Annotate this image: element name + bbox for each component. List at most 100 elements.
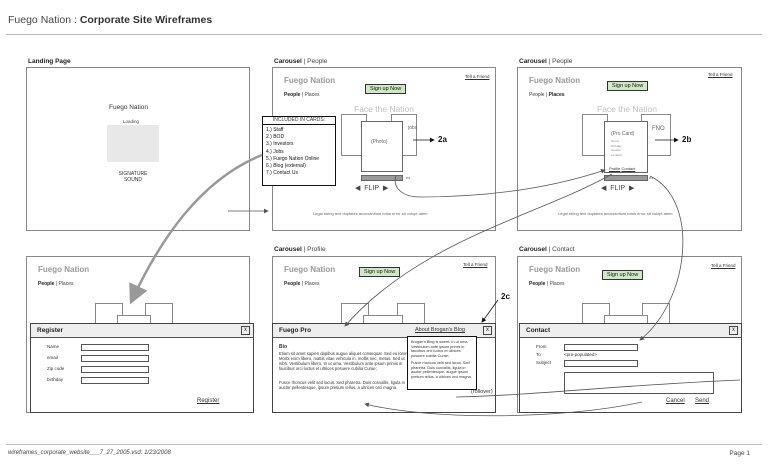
carousel-people-b-frame: Fuego Nation People | Places Sign up Now… [517, 67, 742, 231]
cancel-link[interactable]: Cancel [666, 398, 685, 404]
people-places-nav[interactable]: People | Places [529, 281, 565, 287]
blog-popup-text-2: Fusce rhoncus velit sed lacus. Sed phare… [411, 361, 472, 379]
birthday-label: birthday [47, 377, 64, 382]
to-field: <pre-populated> [564, 352, 598, 357]
tell-a-friend-link[interactable]: Tell a Friend [465, 74, 490, 79]
panel-title-carousel-contact: Carousel | Contact [519, 246, 575, 253]
fuego-pro-title: Fuego Pro [279, 327, 312, 334]
header-app: Fuego Nation [8, 14, 72, 26]
included-title: INCLUDED IN CARDS: [263, 117, 335, 125]
jobs-card-label: jobs [408, 125, 418, 131]
card-tab-center [363, 315, 403, 324]
photo-card[interactable] [361, 121, 403, 172]
carousel-people-a-frame: Fuego Nation People | Places Sign up Now… [272, 67, 496, 231]
header-title: Corporate Site Wireframes [79, 14, 213, 26]
landing-frame: Fuego Nation Loading SIGNATURE SOUND [26, 67, 250, 231]
people-places-nav[interactable]: People | Places [284, 281, 320, 287]
people-places-nav[interactable]: People | Places [284, 92, 320, 98]
footer-page-number: Page 1 [729, 450, 750, 457]
blog-popup-text: Brogan's Blog is sweet. In ut urna. Vest… [411, 340, 469, 358]
register-submit-link[interactable]: Register [197, 398, 220, 404]
from-label: From [536, 344, 547, 349]
carousel-brand: Fuego Nation [529, 76, 581, 85]
flip-control[interactable]: ◀ FLIP ▶ [355, 185, 389, 192]
photo-label: (Photo) [371, 139, 388, 145]
register-modal: Register x Name email Zip code birthday … [30, 323, 254, 413]
sign-up-button[interactable]: Sign up Now [359, 267, 401, 277]
card-tab-right [145, 303, 173, 324]
card-tab-right [397, 303, 425, 324]
arrow-to-contact [639, 175, 684, 341]
contact-header: Contact x [520, 324, 741, 338]
about-blog-link[interactable]: About Brogan's Blog [415, 327, 465, 333]
birthday-field[interactable] [81, 377, 149, 384]
bio-heading: Bio [279, 344, 288, 350]
people-places-nav[interactable]: People | Places [38, 281, 74, 287]
card-tab-center [604, 315, 648, 324]
bio-text-2: Fusce rhoncus velit sed lacus. Sed phare… [279, 380, 405, 390]
card-tab-right [642, 303, 670, 324]
included-item: 2.) BOD [266, 134, 285, 141]
arrow-to-register [129, 153, 263, 305]
carousel-brand: Fuego Nation [284, 76, 336, 85]
sign-up-button[interactable]: Sign up Now [365, 84, 407, 94]
subject-label: Subject [536, 360, 552, 365]
blog-popup: Brogan's Blog is sweet. In ut urna. Vest… [407, 336, 477, 390]
close-icon[interactable]: x [729, 326, 738, 335]
tell-a-friend-link[interactable]: Tell a Friend [463, 262, 488, 267]
arrow-contact-back [364, 401, 643, 417]
legal-text: Legal string text duptates accusantium t… [558, 211, 673, 216]
from-field[interactable] [564, 344, 638, 351]
included-item: 7.) Contact Us [266, 170, 298, 177]
close-icon[interactable]: x [483, 326, 492, 335]
contact-title: Contact [526, 327, 551, 334]
email-label: email [47, 355, 58, 360]
arrow-contact-return-line [455, 379, 741, 398]
tell-a-friend-link[interactable]: Tell a Friend [708, 72, 733, 77]
footer-filename: wireframes_corporate_website___7_27_2005… [8, 450, 171, 456]
card-tab-left [95, 303, 123, 324]
sign-up-button[interactable]: Sign up Now [607, 81, 649, 91]
pro-card[interactable] [604, 121, 648, 173]
zip-label: Zip code [47, 366, 65, 371]
included-item: 1.) Staff [266, 127, 284, 133]
register-modal-header: Register x [31, 324, 253, 338]
card-scroll-bar[interactable] [361, 175, 403, 181]
sign-up-button[interactable]: Sign up Now [602, 270, 644, 280]
send-link[interactable]: Send [695, 398, 710, 404]
landing-brand: Fuego Nation [109, 104, 149, 111]
rollover-note: (rollover) [471, 389, 493, 395]
zip-field[interactable] [81, 366, 149, 373]
to-label: To [536, 352, 541, 357]
subject-field[interactable] [564, 360, 638, 367]
carousel-card-left[interactable] [582, 114, 608, 156]
loading-animation-placeholder [107, 125, 159, 162]
scroll-es-label: es [649, 175, 654, 180]
scroll-es-label: es [406, 175, 411, 180]
panel-title-carousel-people-b: Carousel | People [519, 58, 573, 65]
flip-control[interactable]: ◀ FLIP ▶ [601, 185, 635, 192]
pro-card-links[interactable]: Profile Contact [609, 166, 636, 171]
fno-label: FNO [652, 126, 665, 132]
document-header: Fuego Nation : Corporate Site Wireframes [8, 14, 212, 26]
register-title: Register [37, 327, 64, 334]
annotation-2c: 2c [501, 292, 510, 301]
email-field[interactable] [81, 355, 149, 362]
signature-sound-label: SIGNATURE SOUND [118, 171, 148, 183]
arrow-2c [481, 299, 499, 323]
pro-card-label: (Pro Card) [611, 131, 635, 137]
face-the-nation-heading: Face the Nation [354, 104, 415, 114]
name-field[interactable] [81, 344, 149, 351]
arrow-to-profile [344, 173, 613, 327]
tell-a-friend-link[interactable]: Tell a Friend [711, 263, 736, 268]
fuego-pro-header: Fuego Pro About Brogan's Blog x [273, 324, 495, 338]
close-icon[interactable]: x [241, 326, 250, 335]
people-places-nav[interactable]: People | Places [529, 92, 565, 98]
included-item: 6.) Blog (external) [266, 163, 306, 170]
name-label: Name [47, 344, 60, 349]
panel-title-carousel-profile: Carousel | Profile [274, 246, 326, 253]
